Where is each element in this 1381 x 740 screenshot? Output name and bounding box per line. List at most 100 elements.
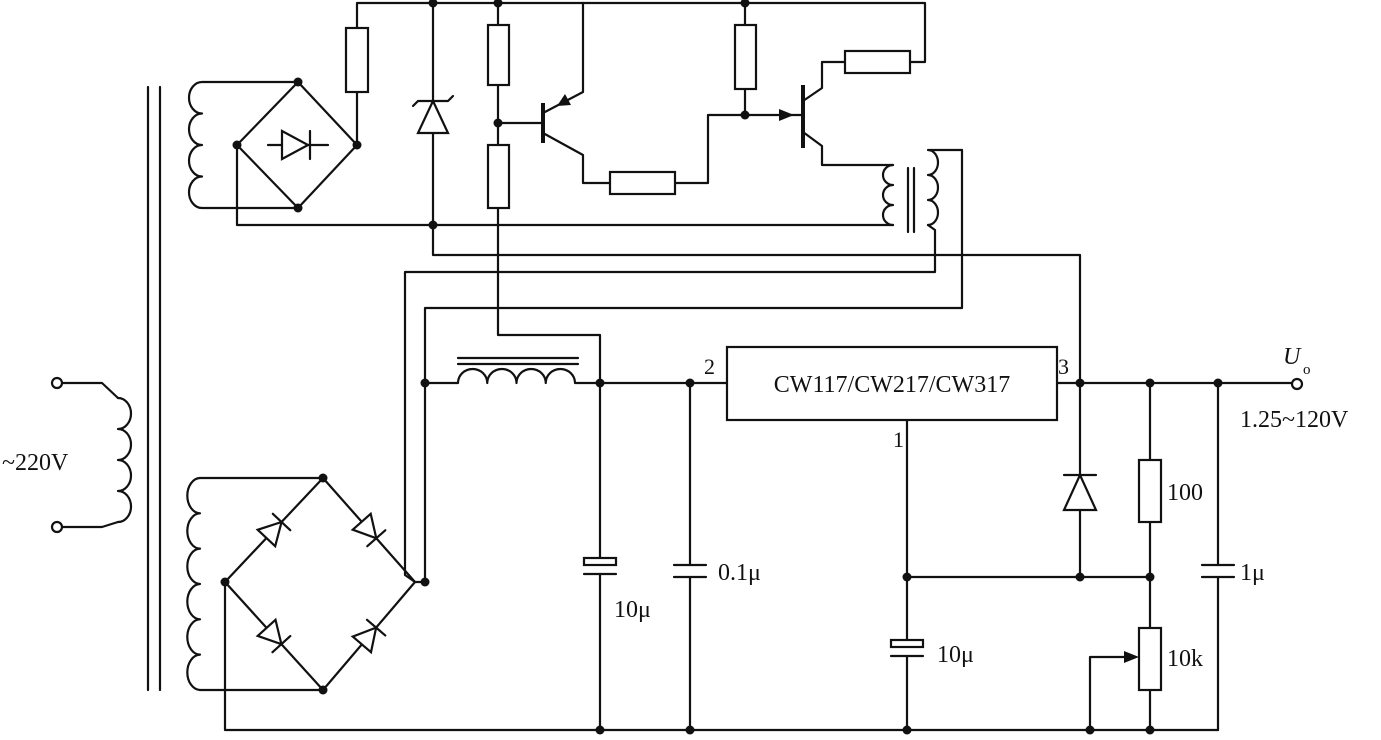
wire-zener-bottom — [431, 131, 1082, 385]
wire-pulse-secondary-a — [403, 223, 937, 584]
capacitor-input-label: 0.1μ — [718, 560, 761, 586]
pulse-transformer — [881, 148, 964, 234]
regulator-ic: CW117/CW217/CW317 — [725, 345, 1059, 422]
wire-gate — [673, 113, 805, 185]
junction-dot — [685, 725, 695, 735]
diode-triangle — [255, 520, 284, 549]
potentiometer-body — [1137, 626, 1163, 692]
junction-dot — [318, 473, 328, 483]
protection-diode — [1062, 472, 1098, 512]
wire-divider-bottom — [496, 206, 602, 385]
secondary-coil-lower — [186, 476, 325, 692]
input-terminal-bottom — [50, 520, 64, 534]
control-components — [344, 23, 964, 234]
regulator-label: CW117/CW217/CW317 — [774, 372, 1010, 398]
capacitor-adjust-label: 10μ — [937, 642, 974, 668]
junction-dot — [428, 220, 438, 230]
diode-triangle — [1062, 472, 1098, 512]
fet-gate-arrow — [779, 109, 794, 121]
resistor-100 — [1137, 458, 1163, 524]
junction-dot — [352, 140, 362, 150]
diode-bar — [271, 634, 292, 654]
capacitor-bulk — [582, 556, 618, 576]
junction-dot — [902, 725, 912, 735]
power-wiring — [223, 356, 1294, 732]
resistor-gate — [733, 23, 758, 91]
junction-dot — [1145, 725, 1155, 735]
junction-dot — [595, 725, 605, 735]
output-terminal — [1290, 377, 1304, 391]
regulator-body — [725, 345, 1059, 422]
junction-dot — [1085, 725, 1095, 735]
junction-dot — [293, 203, 303, 213]
primary-coil — [116, 396, 133, 524]
wire-drain — [801, 60, 847, 103]
wire-bridge-left-return — [235, 143, 895, 227]
wire-emitter — [541, 1, 585, 115]
wire-pulse-secondary-b — [423, 148, 964, 584]
diode-bar — [366, 529, 387, 548]
junction-dot — [1145, 572, 1155, 582]
resistor-bridge — [344, 26, 370, 94]
junction-dot — [740, 0, 750, 8]
diode-triangle — [350, 511, 378, 540]
capacitor-output-label: 1μ — [1240, 560, 1265, 586]
resistor-100-label: 100 — [1167, 480, 1203, 506]
pnp-transistor — [541, 94, 571, 143]
wire-pot-wiper — [1088, 655, 1128, 732]
junction-dots — [220, 0, 1223, 735]
diode-left-bottom — [255, 617, 292, 654]
junction-dot — [232, 140, 242, 150]
capacitor-bulk-label: 10μ — [614, 597, 651, 623]
pulse-secondary-coil — [926, 148, 964, 227]
resistor-drain — [843, 49, 912, 75]
junction-dot — [493, 118, 503, 128]
pnp-emitter-arrow — [557, 94, 571, 106]
diode-top-right — [350, 511, 387, 548]
ground-rail — [223, 580, 1220, 732]
resistor-divider-lower — [486, 143, 511, 210]
junction-dot — [902, 572, 912, 582]
bridge-diode-triangle — [280, 129, 311, 161]
pin-adjust-label: 1 — [893, 427, 904, 452]
pulse-core — [906, 166, 916, 234]
capacitor-plate-positive — [582, 556, 618, 567]
capacitor-plate-positive — [889, 638, 925, 649]
pin-input-label: 2 — [704, 354, 715, 379]
control-wiring — [235, 1, 1082, 584]
fet-transistor — [779, 85, 805, 148]
junction-dot — [740, 110, 750, 120]
secondary-coil-upper — [187, 80, 300, 210]
junction-dot — [420, 378, 430, 388]
wire-collector — [541, 131, 612, 185]
junction-dot — [428, 0, 438, 8]
zener-triangle — [416, 98, 450, 135]
diode-bottom-right — [350, 618, 387, 655]
junction-dot — [293, 77, 303, 87]
diode-bar — [365, 618, 387, 637]
wire-source — [801, 130, 895, 167]
transformer-core — [146, 85, 162, 692]
main-bridge-rectifier — [223, 476, 427, 692]
potentiometer-label: 10k — [1167, 646, 1203, 672]
capacitor-plates — [1200, 563, 1236, 579]
aux-bridge-rectifier — [235, 80, 359, 210]
output-symbol: U — [1283, 344, 1302, 370]
capacitor-plates — [672, 563, 708, 579]
diode-triangle — [350, 625, 378, 655]
potentiometer-10k — [1124, 626, 1163, 692]
junction-dot — [220, 577, 230, 587]
junction-dot — [685, 378, 695, 388]
power-components: CW117/CW217/CW317 — [582, 345, 1304, 692]
zener-diode — [411, 94, 455, 135]
capacitor-output — [1200, 563, 1236, 579]
source-voltage-label: ~220V — [2, 450, 69, 476]
output-range-label: 1.25~120V — [1240, 407, 1349, 433]
labels: ~220V 2 3 1 U o 1.25~120V 10μ 0.1μ 10μ 1… — [2, 344, 1349, 672]
output-symbol-subscript: o — [1303, 362, 1311, 378]
junction-dot — [1075, 572, 1085, 582]
primary-wire-bottom — [60, 520, 120, 529]
wiper-arrow — [1124, 651, 1139, 663]
junction-dot — [420, 577, 430, 587]
